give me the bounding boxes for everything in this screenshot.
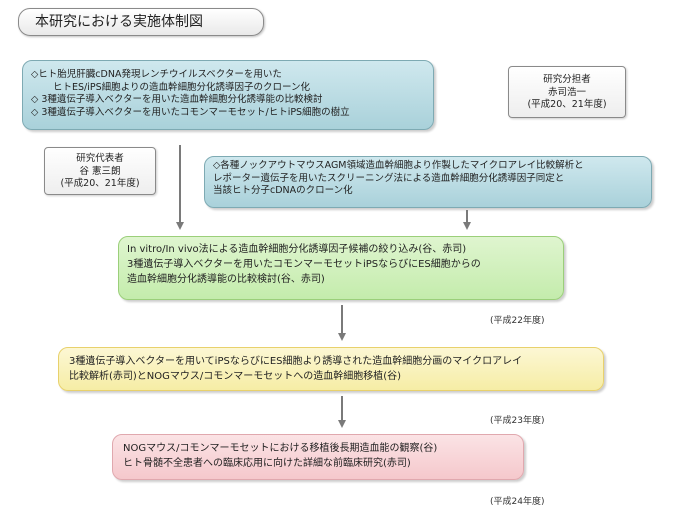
sharer-card: 研究分担者 赤司浩一 (平成20、21年度) — [508, 66, 626, 118]
year-label-2012: (平成24年度) — [490, 497, 545, 507]
phase-box-2010: In vitro/In vivo法による造血幹細胞分化誘導因子候補の絞り込み(谷… — [118, 236, 564, 300]
box-line: レポーター遺伝子を用いたスクリーニング法による造血幹細胞分化誘導因子同定と — [213, 172, 565, 184]
box-line: ◇ヒト胎児肝臓cDNA発現レンチウイルスベクターを用いた — [31, 69, 282, 80]
box-line: In vitro/In vivo法による造血幹細胞分化誘導因子候補の絞り込み(谷… — [127, 244, 467, 255]
box-line: 3種遺伝子導入ベクターを用いてiPSならびにES細胞より誘導された造血幹細胞分画… — [69, 356, 523, 367]
sharer-role: 研究分担者 — [543, 74, 591, 85]
diagram-title: 本研究における実施体制図 — [18, 8, 264, 36]
year-label-2011: (平成23年度) — [490, 416, 545, 426]
box-line: NOGマウス/コモンマーモセットにおける移植後長期造血能の観察(谷) — [123, 443, 438, 454]
leader-card: 研究代表者 谷 憲三朗 (平成20、21年度) — [44, 147, 156, 195]
phase-box-2012: NOGマウス/コモンマーモセットにおける移植後長期造血能の観察(谷) ヒト骨髄不… — [112, 434, 524, 480]
box-line: ◇ 3種遺伝子導入ベクターを用いたコモンマーモセット/ヒトiPS細胞の樹立 — [31, 106, 350, 118]
research-box-agm-screening: ◇各種ノックアウトマウスAGM領域造血幹細胞より作製したマイクロアレイ比較解析と… — [204, 156, 652, 208]
box-line: 比較解析(赤司)とNOGマウス/コモンマーモセットへの造血幹細胞移植(谷) — [69, 371, 402, 382]
sharer-years: (平成20、21年度) — [527, 99, 607, 110]
sharer-name: 赤司浩一 — [547, 86, 586, 98]
leader-role: 研究代表者 — [76, 153, 124, 164]
box-line: 造血幹細胞分化誘導能の比較検討(谷、赤司) — [127, 274, 325, 285]
phase-box-2011: 3種遺伝子導入ベクターを用いてiPSならびにES細胞より誘導された造血幹細胞分画… — [58, 347, 604, 391]
box-line: 3種遺伝子導入ベクターを用いたコモンマーモセットiPSならびにES細胞からの — [127, 259, 481, 270]
leader-years: (平成20、21年度) — [60, 178, 140, 189]
leader-name: 谷 憲三朗 — [79, 165, 121, 177]
year-label-2010: (平成22年度) — [490, 316, 545, 326]
box-line: ヒトES/iPS細胞よりの造血幹細胞分化誘導因子のクローン化 — [53, 81, 310, 93]
research-box-cdna-cloning: ◇ヒト胎児肝臓cDNA発現レンチウイルスベクターを用いた ヒトES/iPS細胞よ… — [22, 60, 434, 130]
box-line: ヒト骨髄不全患者への臨床応用に向けた詳細な前臨床研究(赤司) — [123, 458, 411, 469]
box-line: ◇ 3種遺伝子導入ベクターを用いた造血幹細胞分化誘導能の比較検討 — [31, 94, 323, 105]
box-line: 当該ヒト分子cDNAのクローン化 — [213, 185, 353, 196]
box-line: ◇各種ノックアウトマウスAGM領域造血幹細胞より作製したマイクロアレイ比較解析と — [213, 160, 584, 171]
